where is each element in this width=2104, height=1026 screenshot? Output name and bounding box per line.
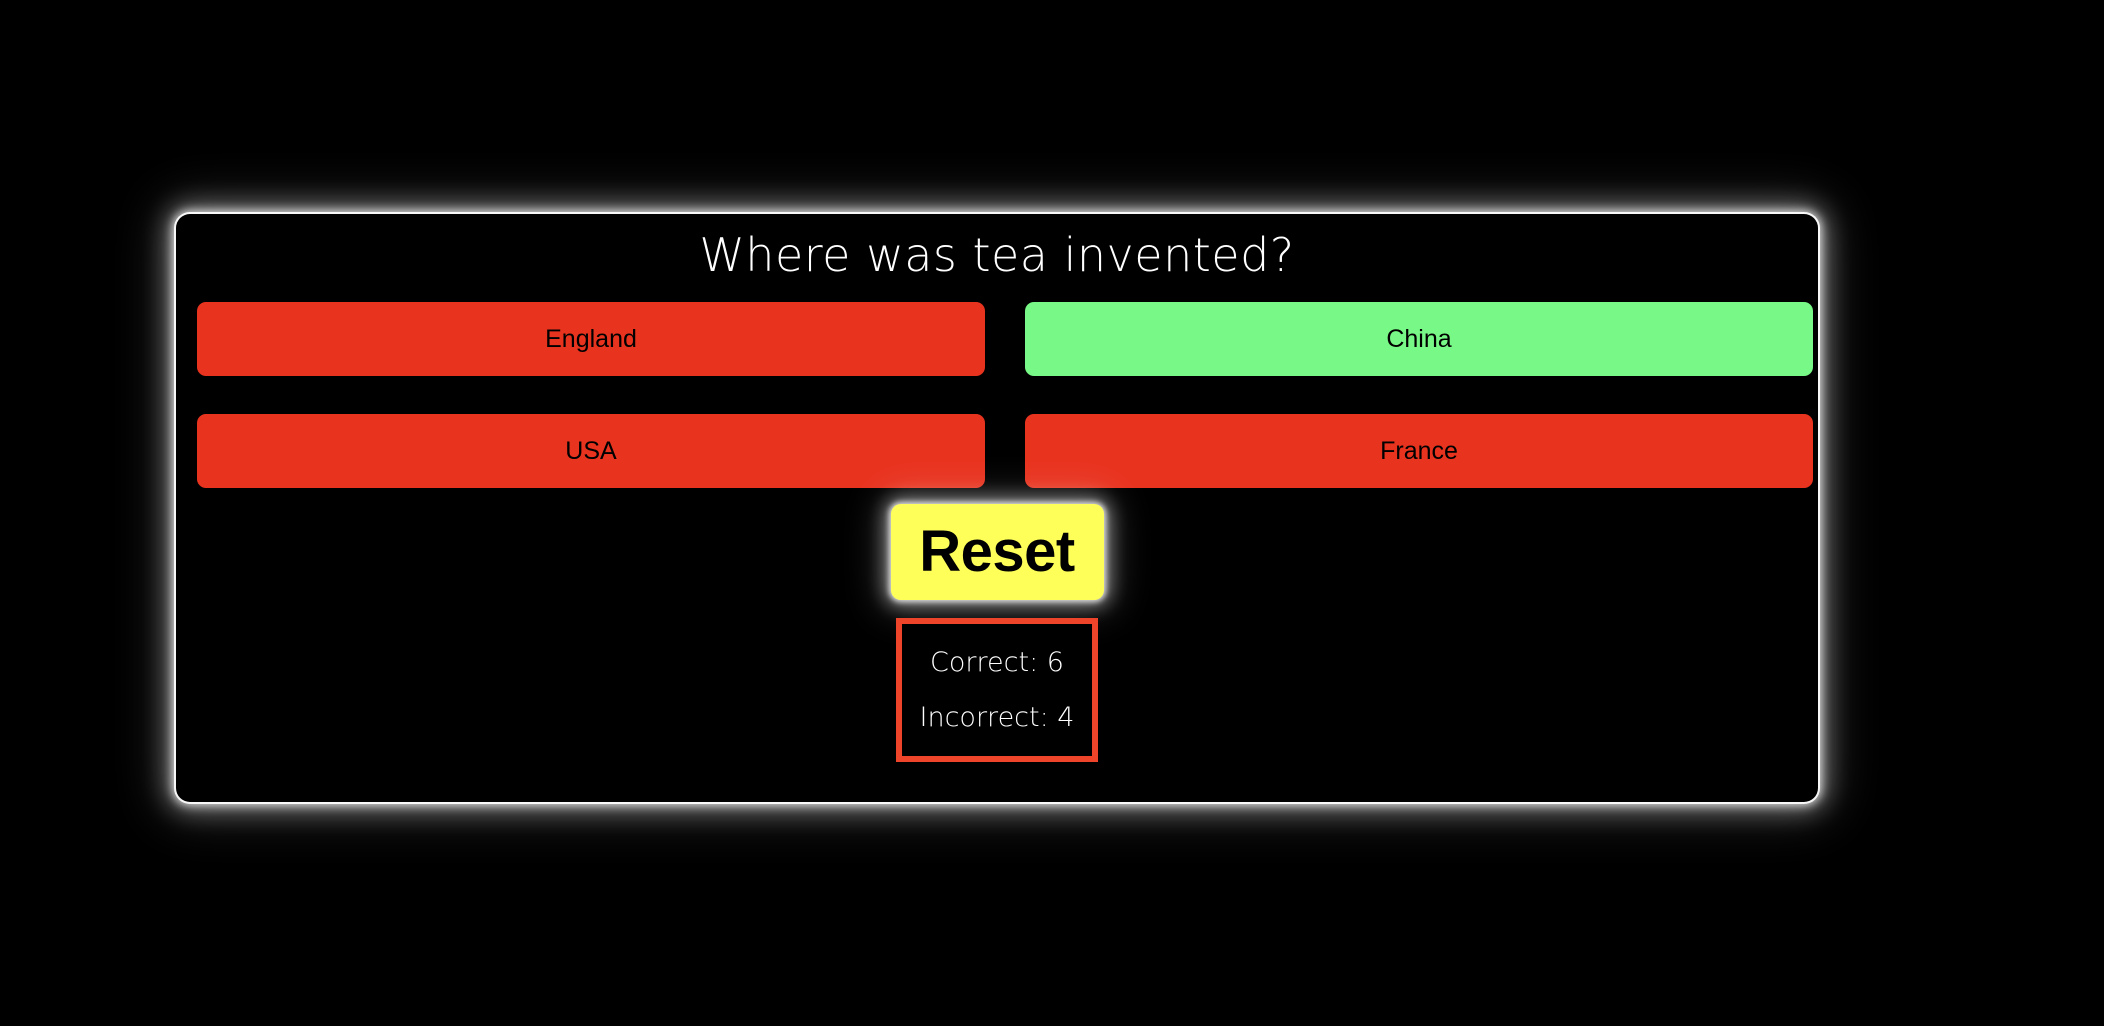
reset-button-row: Reset (176, 504, 1818, 600)
quiz-card: Where was tea invented? England China US… (176, 214, 1818, 802)
answer-options-grid: England China USA France (197, 302, 1813, 488)
answer-button-china[interactable]: China (1025, 302, 1813, 376)
answer-button-england[interactable]: England (197, 302, 985, 376)
score-incorrect: Incorrect: 4 (919, 702, 1075, 733)
score-correct: Correct: 6 (930, 647, 1064, 678)
score-panel: Correct: 6 Incorrect: 4 (896, 618, 1098, 762)
score-panel-row: Correct: 6 Incorrect: 4 (176, 618, 1818, 762)
answer-button-france[interactable]: France (1025, 414, 1813, 488)
reset-button[interactable]: Reset (890, 504, 1104, 600)
quiz-question: Where was tea invented? (699, 228, 1295, 282)
answer-button-usa[interactable]: USA (197, 414, 985, 488)
